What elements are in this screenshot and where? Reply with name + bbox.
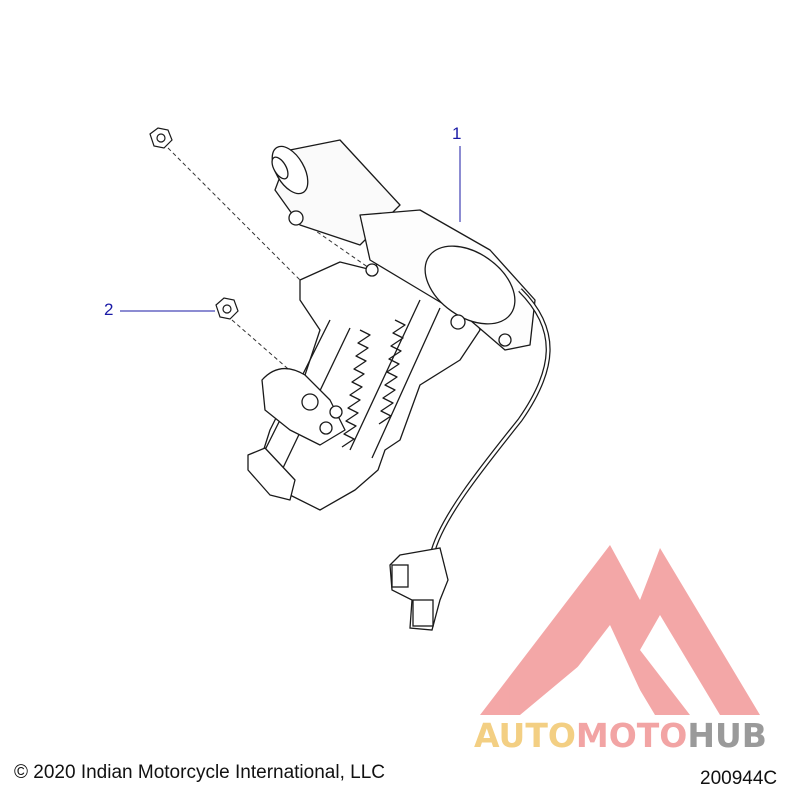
- callout-leaders: [120, 146, 461, 312]
- copyright-text: © 2020 Indian Motorcycle International, …: [14, 762, 385, 783]
- drawing-id: 200944C: [700, 768, 778, 789]
- nut-top-icon: [149, 127, 173, 149]
- nut-2-icon: [215, 297, 239, 320]
- callout-2: 2: [104, 300, 114, 319]
- actuator-assembly: [247, 139, 536, 511]
- watermark-hub: HUB: [687, 716, 767, 755]
- watermark-moto: MOTO: [575, 716, 688, 755]
- callout-1: 1: [452, 124, 462, 143]
- watermark-text: AUTOMOTOHUB: [474, 716, 767, 755]
- watermark-logo: [480, 545, 760, 715]
- connector-icon: [389, 547, 449, 631]
- watermark-auto: AUTO: [474, 716, 576, 755]
